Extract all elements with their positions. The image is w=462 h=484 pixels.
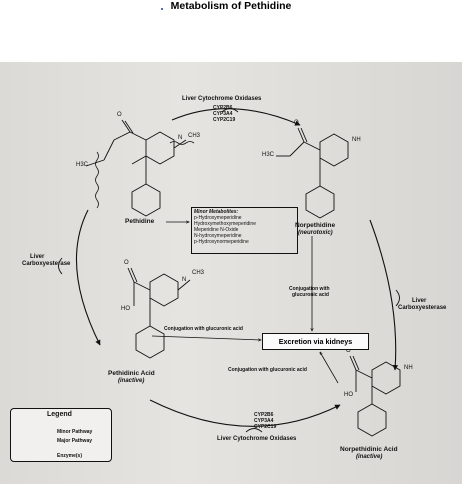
conjugation-pethidinic: Conjugation with glucuronic acid	[164, 326, 243, 332]
legend-major: Major Pathway	[57, 438, 93, 444]
pethidinic-acid-structure	[127, 267, 191, 359]
atom-ch3-pethidine: CH3	[188, 133, 201, 139]
minor-metabolite-item: p-Hydroxymeperidine	[194, 215, 242, 221]
major-arrow-right	[369, 219, 399, 371]
atom-h3c-pethidine: H3C	[76, 162, 89, 168]
major-arrow-top	[171, 108, 301, 126]
minor-metabolite-item: N-hydroxymeperidine	[194, 233, 242, 239]
enzyme-top-2: CYP3A4	[213, 111, 233, 117]
enzyme-symbol-top	[221, 108, 239, 113]
enzyme-bottom-3: CYP2C19	[254, 424, 277, 430]
enzyme-symbol-left	[58, 257, 63, 275]
major-arrow-bottom	[149, 399, 341, 427]
norpethidinic-acid-note: (inactive)	[356, 454, 383, 460]
atom-n-pethidine: N	[178, 135, 183, 141]
enzyme-bottom-2: CYP3A4	[254, 418, 274, 424]
atom-nh-norpethidine: NH	[352, 137, 361, 143]
enzyme-top-1: CYP2B6	[213, 105, 233, 111]
norpethidinic-acid-label: Norpethidinic Acid	[340, 446, 398, 453]
liver-carboxyesterase-left-2: Carboxyesterase	[22, 261, 71, 267]
blue-dot	[161, 8, 163, 10]
conjugation-norpethidine-2: glucuronic acid	[292, 292, 329, 298]
enzyme-symbol-bottom	[245, 428, 263, 433]
figure-title: Metabolism of Pethidine	[170, 0, 292, 12]
atom-h3c-norpethidine: H3C	[262, 152, 275, 158]
pethidinic-acid-label: Pethidinic Acid	[108, 370, 155, 377]
minor-metabolites-title: Minor Metabolites:	[194, 209, 239, 215]
legend-enzymes: Enzyme(s)	[57, 453, 83, 459]
pethidine-structure	[85, 119, 187, 217]
conjugation-norpethidine-1: Conjugation with	[289, 286, 330, 292]
minor-arrow-pethidinic-excretion	[151, 335, 261, 340]
norpethidine-note: (neurotoxic)	[298, 230, 333, 236]
enzymes-bottom-label: Liver Cytochrome Oxidases	[217, 436, 297, 442]
enzyme-symbol-right	[395, 289, 400, 307]
excretion-box: Excretion via kidneys	[262, 333, 369, 350]
atom-ho-norpethidinic: HO	[344, 392, 353, 398]
minor-arrow-norpethidinic-excretion	[320, 352, 339, 384]
wavy-cleavage-ester	[95, 151, 99, 209]
atom-o-norpethidine: O	[294, 120, 299, 126]
legend-box: Legend Minor Pathway Major Pathway Enzym…	[10, 408, 112, 462]
minor-metabolite-item: Meperidine N-Oxide	[194, 227, 239, 233]
liver-carboxyesterase-right-1: Liver	[412, 298, 427, 304]
atom-n-pethidinic: N	[182, 277, 187, 283]
enzymes-top-label: Liver Cytochrome Oxidases	[182, 96, 262, 102]
atom-nh-norpethidinic: NH	[404, 365, 413, 371]
atom-o-pethidinic: O	[124, 260, 129, 266]
legend-minor: Minor Pathway	[57, 429, 93, 435]
major-arrow-left	[75, 209, 101, 346]
norpethidine-structure	[276, 127, 349, 219]
minor-metabolite-item: p-Hydroxynormeperidine	[194, 239, 249, 245]
legend-title: Legend	[47, 411, 72, 418]
pethidine-label: Pethidine	[125, 218, 155, 225]
norpethidine-label: Norpethidine	[295, 222, 336, 229]
atom-o-norpethidinic: O	[346, 348, 351, 354]
liver-carboxyesterase-left-1: Liver	[30, 254, 45, 260]
minor-metabolite-item: Hydroxymethoxymeperidine	[194, 221, 256, 227]
norpethidinic-acid-structure	[349, 355, 401, 437]
atom-ho-pethidinic: HO	[121, 306, 130, 312]
enzyme-top-3: CYP2C19	[213, 117, 236, 123]
minor-metabolites-box: Minor Metabolites: p-Hydroxymeperidine H…	[191, 207, 298, 254]
atom-ch3-pethidinic: CH3	[192, 270, 205, 276]
atom-o-pethidine: O	[117, 112, 122, 118]
liver-carboxyesterase-right-2: Carboxyesterase	[398, 305, 447, 311]
pethidinic-acid-note: (inactive)	[118, 378, 145, 384]
conjugation-bottom: Conjugation with glucuronic acid	[228, 367, 307, 373]
enzyme-bottom-1: CYP2B6	[254, 412, 274, 418]
